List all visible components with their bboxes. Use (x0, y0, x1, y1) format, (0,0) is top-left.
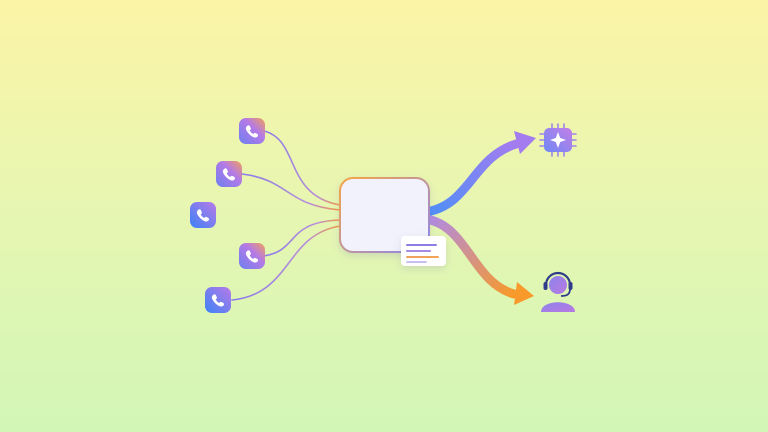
arrow-to-ai (421, 131, 536, 217)
audio-waveform-icon (369, 203, 399, 227)
phone-icon (205, 287, 231, 313)
phone-icon (190, 202, 216, 228)
processing-hub (339, 177, 430, 253)
phone-icon (239, 118, 265, 144)
wire-caller-2 (241, 173, 341, 211)
wire-caller-1 (263, 130, 341, 206)
transcript-lines-icon (401, 236, 446, 266)
headset-agent-icon (541, 271, 575, 312)
wire-caller-5 (231, 225, 341, 301)
ai-chip-sparkle-icon (539, 123, 577, 157)
arrow-to-agent (421, 214, 534, 305)
caller-wires (215, 130, 341, 301)
caller-icons (190, 118, 265, 313)
wire-caller-4 (263, 219, 341, 257)
phone-icon (239, 243, 265, 269)
phone-icon (216, 161, 242, 187)
